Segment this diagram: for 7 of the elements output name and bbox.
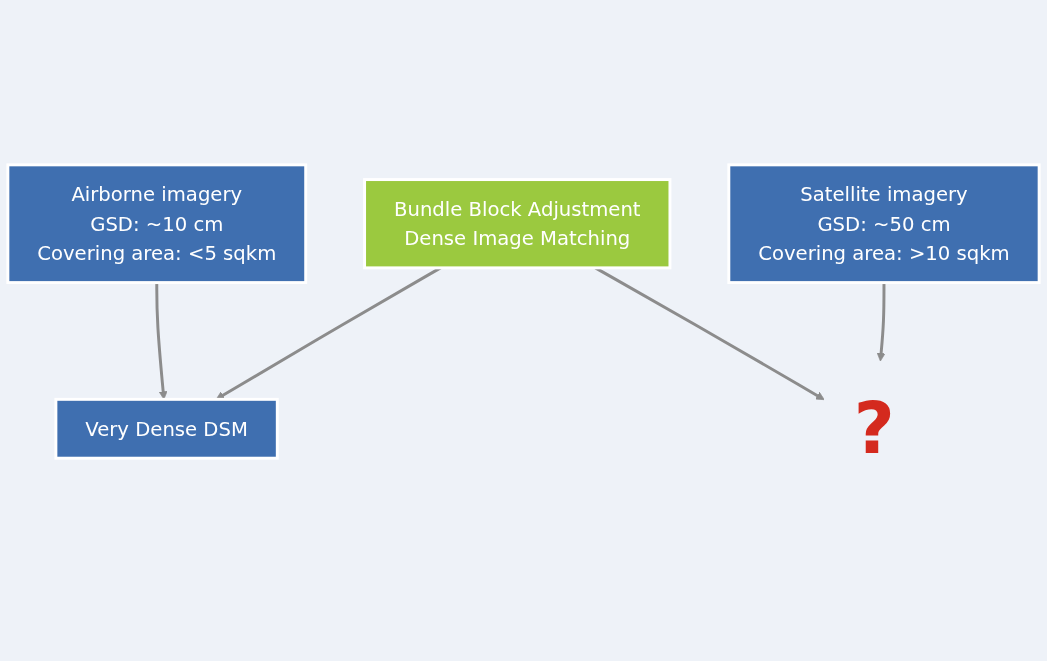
node-box: Satellite imagery GSD: ~50 cm Covering area: >10 sqkm: [727, 163, 1041, 284]
arrow: [155, 282, 168, 400]
node-box: Bundle Block Adjustment Dense Image Matching: [363, 177, 672, 270]
node-box: Airborne imagery GSD: ~10 cm Covering area: <5 sqkm: [6, 163, 308, 284]
arrow: [876, 282, 886, 362]
node-box: Very Dense DSM: [54, 397, 279, 460]
node-text: ?: [853, 387, 895, 470]
